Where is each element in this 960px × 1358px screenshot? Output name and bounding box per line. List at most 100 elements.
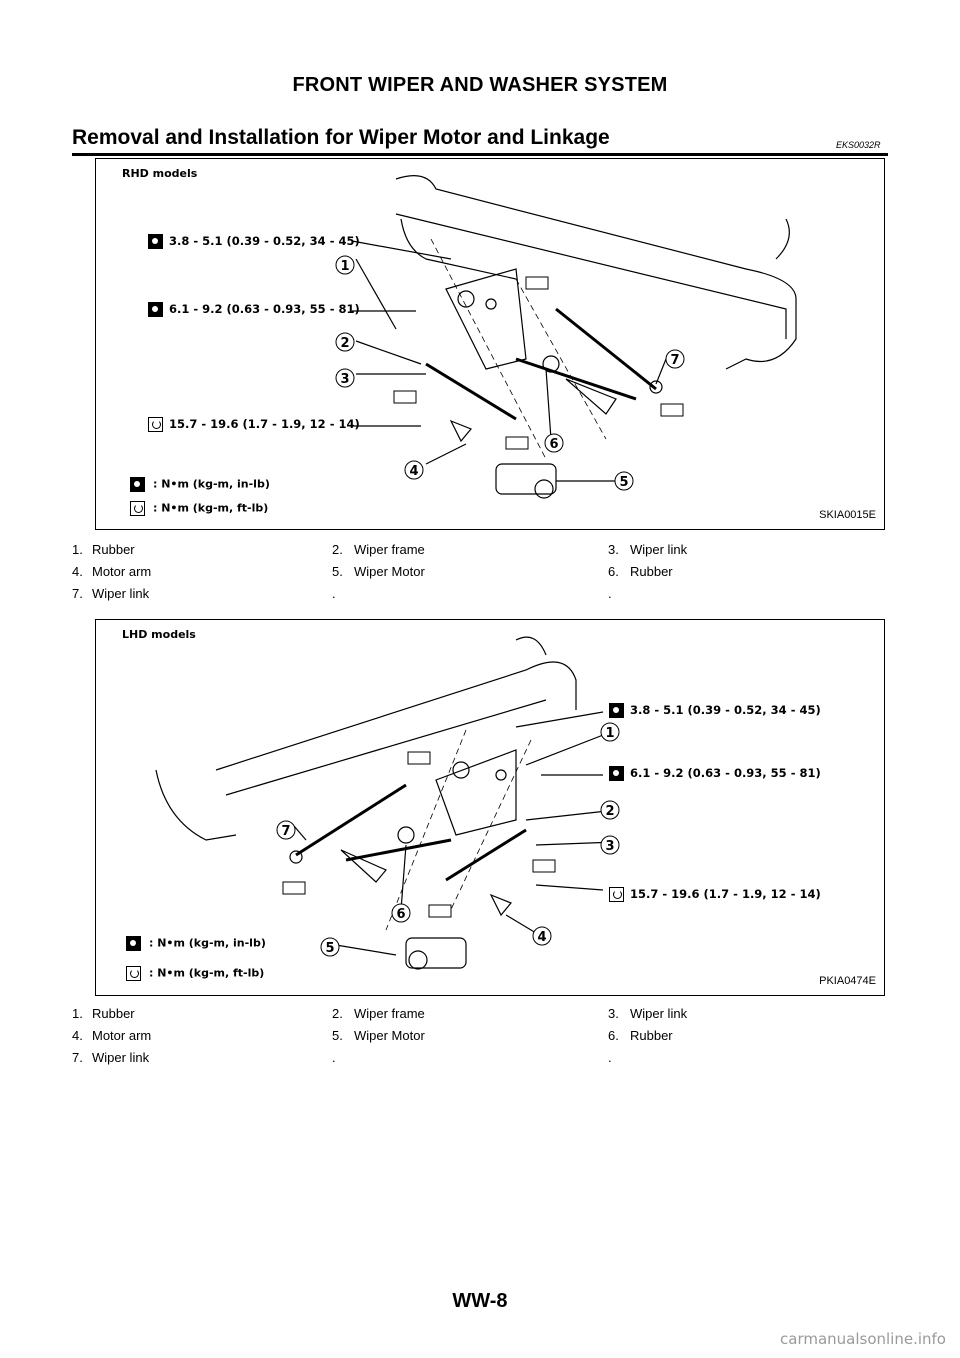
lhd-callout-3: 3 [605,839,614,854]
rhd-torque-1: 3.8 - 5.1 (0.39 - 0.52, 34 - 45) [148,234,360,249]
part-number: . [608,1050,612,1065]
section-divider [72,153,888,156]
torque-wrench-inlb-icon [148,234,163,249]
rhd-legend-ftlb-text: : N•m (kg-m, ft-lb) [153,501,269,515]
rhd-callout-2: 2 [340,336,349,351]
lhd-torque-3: 15.7 - 19.6 (1.7 - 1.9, 12 - 14) [609,887,821,902]
lhd-figure-code: PKIA0474E [819,975,876,987]
list-item: 1. Rubber 2. Wiper frame 3. Wiper link [72,1006,888,1028]
lhd-callout-1: 1 [605,726,614,741]
torque-wrench-inlb-icon [609,766,624,781]
list-item: 1. Rubber 2. Wiper frame 3. Wiper link [72,542,888,564]
figure-lhd: 1 2 3 4 5 6 7 LHD models 3.8 - 5.1 (0.39… [95,619,885,996]
part-number: . [332,1050,336,1065]
rhd-torque-2-text: 6.1 - 9.2 (0.63 - 0.93, 55 - 81) [169,302,360,316]
rhd-callout-7: 7 [670,353,679,368]
part-number: 6. [608,1028,619,1043]
part-number: 4. [72,1028,83,1043]
list-item: 7. Wiper link . . [72,1050,888,1072]
rhd-legend-ftlb: : N•m (kg-m, ft-lb) [130,501,268,516]
rhd-callout-1: 1 [340,259,349,274]
torque-wrench-inlb-icon [130,477,145,492]
rhd-legend-inlb-text: : N•m (kg-m, in-lb) [153,477,270,491]
torque-wrench-ftlb-icon [609,887,624,902]
part-number: 1. [72,542,83,557]
part-number: . [332,586,336,601]
rhd-callout-3: 3 [340,372,349,387]
part-number: 5. [332,1028,343,1043]
rhd-diagram-illustration: 1 2 3 4 5 6 7 [335,175,797,499]
list-item: 4. Motor arm 5. Wiper Motor 6. Rubber [72,564,888,586]
grease-icon [393,276,684,450]
torque-wrench-ftlb-icon [148,417,163,432]
lhd-torque-1: 3.8 - 5.1 (0.39 - 0.52, 34 - 45) [609,703,821,718]
part-number: 5. [332,564,343,579]
rhd-models-label: RHD models [122,167,198,180]
part-number: 3. [608,542,619,557]
list-item: 7. Wiper link . . [72,586,888,608]
torque-wrench-inlb-icon [148,302,163,317]
lhd-torque-1-text: 3.8 - 5.1 (0.39 - 0.52, 34 - 45) [630,703,821,717]
rhd-callout-6: 6 [549,437,558,452]
parts-list-rhd: 1. Rubber 2. Wiper frame 3. Wiper link 4… [72,542,888,608]
parts-list-lhd: 1. Rubber 2. Wiper frame 3. Wiper link 4… [72,1006,888,1072]
figure-rhd: 1 2 3 4 5 6 7 RHD models 3.8 - 5.1 (0.39… [95,158,885,530]
part-number: 7. [72,1050,83,1065]
part-name: Wiper frame [354,542,425,557]
part-name: Wiper link [92,1050,150,1065]
lhd-legend-inlb-text: : N•m (kg-m, in-lb) [149,936,266,950]
rhd-torque-3-text: 15.7 - 19.6 (1.7 - 1.9, 12 - 14) [169,417,360,431]
part-name: Wiper Motor [354,564,425,579]
part-name: Motor arm [92,564,152,579]
lhd-callout-7: 7 [281,824,290,839]
torque-wrench-inlb-icon [609,703,624,718]
part-number: 2. [332,1006,343,1021]
lhd-legend-inlb: : N•m (kg-m, in-lb) [126,936,266,951]
rhd-callout-4: 4 [409,464,418,479]
part-name: Wiper link [92,586,150,601]
lhd-models-label: LHD models [122,628,196,641]
part-number: 1. [72,1006,83,1021]
section-title: Removal and Installation for Wiper Motor… [72,126,610,149]
rhd-torque-1-text: 3.8 - 5.1 (0.39 - 0.52, 34 - 45) [169,234,360,248]
part-name: Rubber [630,1028,673,1043]
part-name: Rubber [92,542,135,557]
rhd-figure-code: SKIA0015E [819,509,876,521]
part-number: . [608,586,612,601]
lhd-torque-3-text: 15.7 - 19.6 (1.7 - 1.9, 12 - 14) [630,887,821,901]
part-name: Rubber [92,1006,135,1021]
lhd-callout-6: 6 [396,907,405,922]
lhd-torque-2: 6.1 - 9.2 (0.63 - 0.93, 55 - 81) [609,766,821,781]
lhd-diagram-illustration: 1 2 3 4 5 6 7 [155,636,620,970]
part-name: Wiper link [630,542,688,557]
part-name: Rubber [630,564,673,579]
page-number: WW-8 [452,1290,508,1312]
lhd-torque-2-text: 6.1 - 9.2 (0.63 - 0.93, 55 - 81) [630,766,821,780]
rhd-torque-3: 15.7 - 19.6 (1.7 - 1.9, 12 - 14) [148,417,360,432]
lhd-callout-2: 2 [605,804,614,819]
page-header-title: FRONT WIPER AND WASHER SYSTEM [292,74,668,96]
part-number: 3. [608,1006,619,1021]
torque-wrench-ftlb-icon [130,501,145,516]
part-number: 2. [332,542,343,557]
rhd-legend-inlb: : N•m (kg-m, in-lb) [130,477,270,492]
rhd-callout-5: 5 [619,475,628,490]
rhd-torque-2: 6.1 - 9.2 (0.63 - 0.93, 55 - 81) [148,302,360,317]
part-name: Wiper frame [354,1006,425,1021]
part-name: Wiper link [630,1006,688,1021]
part-name: Motor arm [92,1028,152,1043]
lhd-legend-ftlb: : N•m (kg-m, ft-lb) [126,966,264,981]
lhd-callout-5: 5 [325,941,334,956]
torque-wrench-inlb-icon [126,936,141,951]
torque-wrench-ftlb-icon [126,966,141,981]
section-code: EKS0032R [836,140,881,150]
lhd-callout-4: 4 [537,930,546,945]
part-number: 4. [72,564,83,579]
lhd-legend-ftlb-text: : N•m (kg-m, ft-lb) [149,966,265,980]
grease-icon [282,751,556,918]
part-number: 6. [608,564,619,579]
watermark: carmanualsonline.info [780,1330,946,1348]
list-item: 4. Motor arm 5. Wiper Motor 6. Rubber [72,1028,888,1050]
part-name: Wiper Motor [354,1028,425,1043]
part-number: 7. [72,586,83,601]
